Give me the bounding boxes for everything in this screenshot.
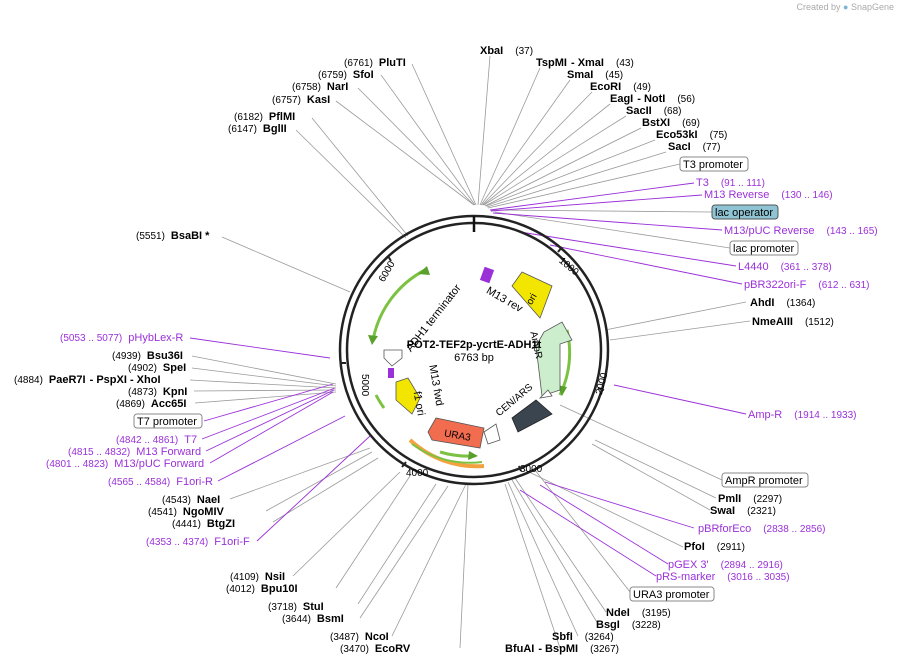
primer-prs-marker: pRS-marker(3016 .. 3035)	[656, 571, 790, 583]
site-smai: SmaI(45)	[567, 69, 623, 81]
primer-t3: T3(91 .. 111)	[696, 177, 765, 189]
ura3-orange-arc	[408, 438, 485, 469]
site-stui: (3718)StuI	[268, 601, 324, 613]
primer-l4440: L4440(361 .. 378)	[738, 261, 832, 273]
site-ecori: EcoRI(49)	[590, 81, 651, 93]
t7-promoter-mark	[388, 368, 394, 378]
m13-rev-mark	[479, 266, 495, 284]
tick-labels: 1000 2000 3000 4000 5000 6000	[359, 255, 610, 479]
site-saci: SacI(77)	[668, 141, 720, 153]
site-xbai: XbaI(37)	[480, 45, 533, 57]
boxed-labels: T3 promoter lac operator lac promoter Am…	[133, 156, 809, 602]
ura3-green-arc	[411, 443, 483, 464]
credit-brand: SnapGene	[850, 2, 894, 12]
ura3-label: URA3	[443, 428, 472, 444]
site-bsu36i: (4939)Bsu36I	[112, 350, 183, 362]
plasmid-name: POT2-TEF2p-ycrtE-ADH1t	[407, 339, 542, 351]
lac-operator-label: lac operator	[715, 207, 773, 219]
ura3-feature: URA3	[427, 417, 485, 449]
enzyme-sites: XbaI(37) TspMI- XmaI(43) SmaI(45) EcoRI(…	[14, 45, 834, 655]
f1-ori-feature	[395, 377, 421, 415]
snapgene-logo-icon: ●	[843, 2, 849, 12]
primer-f1ori-f: (4353 .. 4374)F1ori-F	[146, 536, 250, 548]
site-nari: (6758)NarI	[292, 81, 348, 93]
plasmid-size: 6763 bp	[454, 352, 494, 364]
primer-t7: (4842 .. 4861)T7	[116, 434, 197, 446]
ura3-promoter-arrow	[483, 423, 501, 445]
plasmid-title: POT2-TEF2p-ycrtE-ADH1t 6763 bp	[407, 339, 542, 364]
site-nmeaiii: NmeAIII(1512)	[752, 316, 834, 328]
t7-promoter-label: T7 promoter	[137, 416, 197, 428]
site-bfuai: BfuAI- BspMI(3267)	[505, 643, 619, 655]
site-bsabi: (5551)BsaBI *	[136, 230, 210, 242]
site-tspmi: TspMI- XmaI(43)	[536, 57, 634, 69]
credit-prefix: Created by	[796, 2, 841, 12]
site-sfoi: (6759)SfoI	[318, 69, 374, 81]
primer-f1ori-r: (4565 .. 4584)F1ori-R	[108, 476, 213, 488]
tick-label-5000: 5000	[359, 374, 370, 397]
site-sacii: SacII(68)	[626, 105, 681, 117]
site-naei: (4543)NaeI	[162, 494, 220, 506]
primer-pbr322ori-f: pBR322ori-F(612 .. 631)	[744, 279, 870, 291]
site-eagi: EagI- NotI(56)	[610, 93, 695, 105]
primers: T3(91 .. 111) M13 Reverse(130 .. 146) M1…	[46, 177, 878, 583]
f1-ori-label: f1 ori	[411, 390, 427, 416]
site-swai: SwaI(2321)	[710, 505, 776, 517]
site-ecorv: (3470)EcoRV	[340, 643, 411, 655]
site-pflmi: (6182)PflMI	[234, 111, 295, 123]
site-ahdi: AhdI(1364)	[750, 297, 815, 309]
primer-m13-puc-forward: (4801 .. 4823)M13/pUC Forward	[46, 458, 204, 470]
primer-pbrforeco: pBRforEco(2838 .. 2856)	[698, 523, 825, 535]
site-sbfi: SbfI(3264)	[552, 631, 614, 643]
tick-label-4000: 4000	[406, 468, 429, 479]
snapgene-credit: Created by ● SnapGene	[796, 2, 894, 12]
plasmid-backbone	[338, 214, 610, 486]
ori-label: ori	[525, 292, 540, 307]
site-bglii: (6147)BglII	[228, 123, 287, 135]
primer-m13-reverse: M13 Reverse(130 .. 146)	[704, 189, 833, 201]
primer-m13-forward: (4815 .. 4832)M13 Forward	[68, 446, 201, 458]
primer-phyblex-r: (5053 .. 5077)pHybLex-R	[60, 332, 183, 344]
tick-label-3000: 3000	[520, 464, 543, 475]
lac-promoter-label: lac promoter	[733, 243, 794, 255]
site-pfoi: PfoI(2911)	[684, 541, 745, 553]
primer-pgex-3: pGEX 3'(2894 .. 2916)	[668, 559, 783, 571]
site-eco53ki: Eco53kI(75)	[656, 129, 727, 141]
primer-amp-r: Amp-R(1914 .. 1933)	[748, 409, 857, 421]
site-kpni: (4873)KpnI	[128, 386, 187, 398]
site-acc65i: (4869)Acc65I	[116, 398, 186, 410]
ampr-promoter-label: AmpR promoter	[725, 475, 803, 487]
tick-marks	[341, 246, 605, 472]
ura3-promoter-label: URA3 promoter	[633, 589, 710, 601]
site-pmli: PmlI(2297)	[718, 493, 782, 505]
site-kasi: (6757)KasI	[272, 94, 330, 106]
site-bpu10i: (4012)Bpu10I	[226, 583, 298, 595]
primer-connector-lines	[189, 182, 747, 577]
site-ndei: NdeI(3195)	[606, 607, 671, 619]
site-bsgi: BsgI(3228)	[596, 619, 661, 631]
site-btgzi: (4441)BtgZI	[172, 518, 235, 530]
site-bsmi: (3644)BsmI	[282, 613, 344, 625]
site-paer7i: (4884)PaeR7I- PspXI - XhoI	[14, 374, 161, 386]
site-ngomiv: (4541)NgoMIV	[148, 506, 225, 518]
t3-promoter-label: T3 promoter	[683, 159, 743, 171]
site-pluti: (6761)PluTI	[344, 57, 406, 69]
site-spei: (4902)SpeI	[128, 362, 186, 374]
site-nsii: (4109)NsiI	[230, 571, 285, 583]
ori-feature: ori	[511, 271, 553, 319]
small-white-arrow-cen	[538, 389, 553, 399]
site-bstxi: BstXI(69)	[642, 117, 700, 129]
tick-label-2000: 2000	[594, 371, 610, 396]
site-ncoi: (3487)NcoI	[330, 631, 389, 643]
site-connector-lines	[189, 55, 751, 649]
adh1-terminator-arrow	[383, 349, 403, 367]
m13-fwd-label: M13 fwd	[426, 364, 445, 407]
primer-m13-puc-reverse: M13/pUC Reverse(143 .. 165)	[724, 225, 878, 237]
